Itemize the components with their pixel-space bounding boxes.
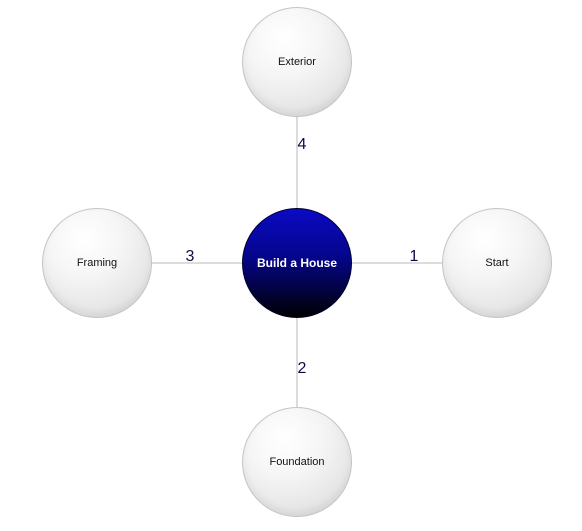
edge-label-foundation: 2	[297, 360, 307, 377]
center-node-label: Build a House	[256, 256, 337, 270]
node-label-start: Start	[485, 257, 509, 269]
edge-label-start: 1	[409, 248, 419, 265]
edge-label-exterior: 4	[297, 136, 307, 153]
node-start[interactable]: Start	[442, 208, 552, 318]
edge-label-framing: 3	[185, 248, 195, 265]
node-label-framing: Framing	[76, 257, 118, 269]
node-label-foundation: Foundation	[269, 456, 325, 468]
node-exterior[interactable]: Exterior	[242, 7, 352, 117]
node-label-exterior: Exterior	[278, 56, 316, 68]
node-foundation[interactable]: Foundation	[242, 407, 352, 517]
node-framing[interactable]: Framing	[42, 208, 152, 318]
center-node-build-a-house[interactable]: Build a House	[242, 208, 352, 318]
